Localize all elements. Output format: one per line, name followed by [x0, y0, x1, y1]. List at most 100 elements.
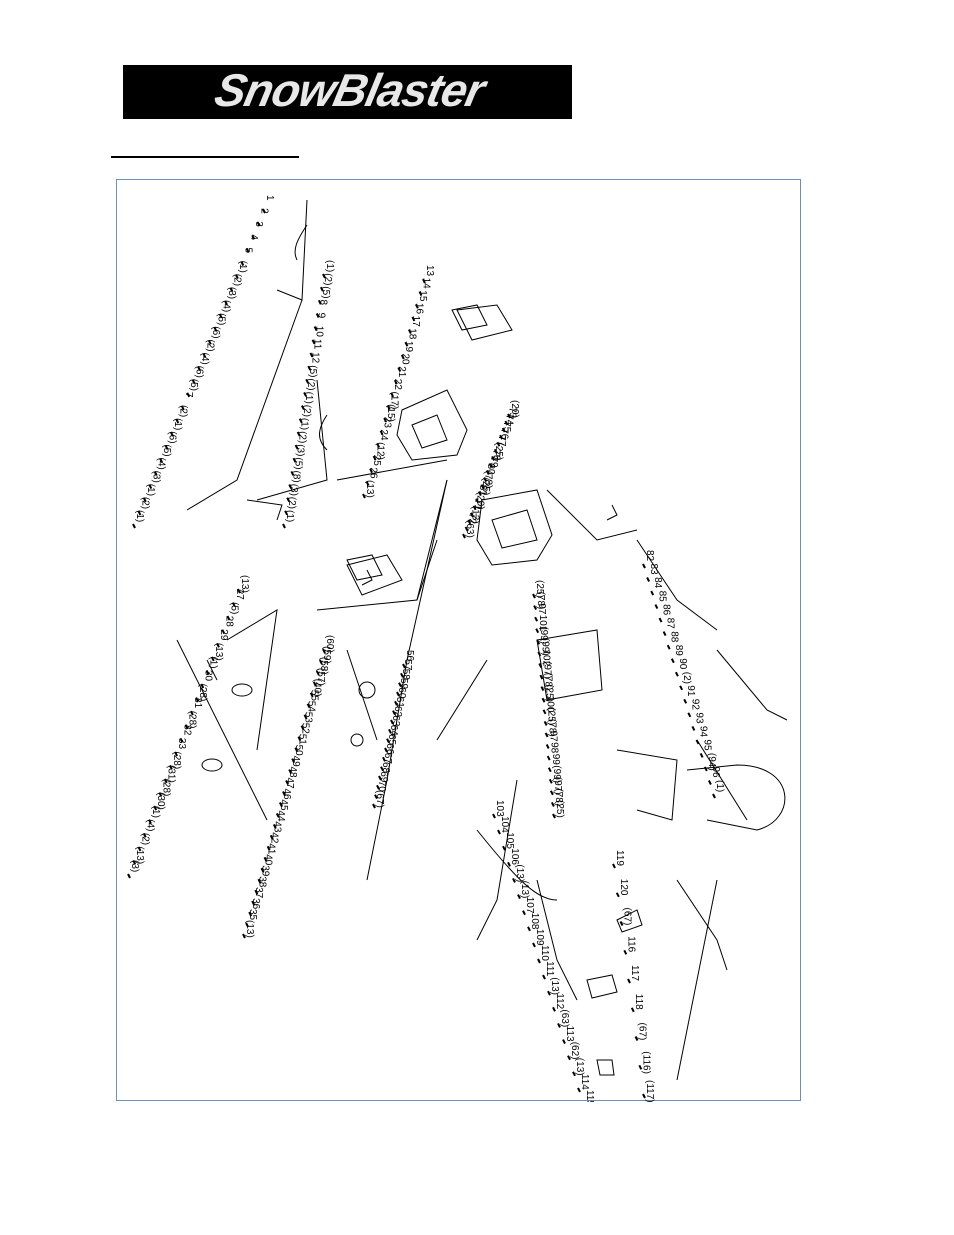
part-label: (1)	[145, 484, 156, 496]
part-label: 75	[501, 421, 512, 433]
part-label: 33	[176, 738, 187, 750]
leader-dot	[163, 778, 168, 784]
part-label: (5)	[292, 457, 303, 469]
leader-dot	[303, 391, 307, 397]
part-label: 85	[656, 591, 667, 603]
leader-dot	[658, 617, 663, 623]
part-label: 108	[529, 913, 540, 930]
leader-dot	[313, 326, 318, 332]
leader-dot	[369, 468, 373, 474]
part-label: (6)	[210, 326, 221, 338]
leader-dot	[180, 405, 185, 411]
leader-dot	[197, 366, 201, 371]
part-label: 91	[685, 685, 696, 697]
part-label: (94)	[706, 753, 717, 771]
leader-dot	[533, 605, 537, 611]
part-label: (20)	[475, 492, 486, 510]
part-label: 9	[316, 313, 327, 319]
part-label: 4	[248, 234, 259, 240]
leader-dot	[305, 378, 310, 384]
leader-dot	[404, 341, 409, 347]
part-label: 68	[380, 762, 391, 774]
part-label: 81	[477, 485, 488, 497]
leader-dot	[184, 724, 189, 730]
part-label: 42	[269, 832, 280, 844]
part-label: 107	[524, 897, 535, 914]
part-label: 83	[648, 564, 659, 576]
leader-dot	[557, 1022, 561, 1028]
leader-dot	[612, 863, 616, 869]
part-label: (13)	[549, 977, 560, 995]
part-label: 55	[309, 690, 320, 702]
leader-dot	[174, 751, 178, 757]
leader-dot	[538, 663, 543, 668]
part-label: 106	[509, 848, 520, 865]
leader-dot	[231, 602, 236, 608]
part-label: (13)	[574, 1058, 585, 1076]
leader-dot	[248, 911, 253, 917]
heading-underline	[111, 156, 299, 158]
part-label: (2)	[140, 833, 151, 845]
leader-dot	[683, 698, 688, 704]
leader-dot	[675, 671, 679, 677]
leader-dot	[390, 392, 395, 398]
part-label: (4)	[156, 458, 167, 470]
leader-dot	[422, 278, 426, 284]
part-label: (28)	[187, 711, 198, 729]
leader-dot	[548, 778, 553, 784]
part-label: (25)	[554, 800, 565, 818]
part-label: (25)	[493, 442, 504, 460]
leader-dot	[501, 427, 506, 433]
part-label: 114	[579, 1074, 590, 1090]
leader-dot	[507, 413, 511, 419]
leader-dot	[170, 431, 174, 437]
leader-dot	[307, 365, 312, 371]
leader-dot	[175, 418, 180, 424]
leader-dot	[534, 616, 538, 622]
part-label: 89	[673, 645, 684, 657]
part-label: 70	[376, 781, 387, 793]
leader-dot	[550, 790, 554, 796]
part-label: (60)	[324, 635, 335, 653]
leader-dot	[288, 769, 293, 775]
part-label: (4)	[221, 300, 232, 312]
part-label: (5)	[215, 313, 226, 325]
part-label: (1)	[208, 656, 219, 668]
part-label: 19	[403, 341, 414, 353]
leader-dot	[148, 819, 152, 825]
part-label: 109	[534, 929, 545, 946]
leader-dot	[372, 455, 377, 461]
part-label: 86	[661, 604, 672, 616]
part-label: 87	[665, 618, 676, 630]
leader-dot	[541, 697, 546, 703]
part-label: 69	[378, 771, 389, 783]
leader-dot	[237, 588, 241, 594]
part-label: (5)	[188, 379, 199, 391]
leader-dot	[245, 922, 249, 928]
part-label: 101	[537, 615, 548, 632]
part-label: 40	[263, 854, 274, 866]
leader-dot	[619, 921, 624, 926]
part-label: (1)	[714, 780, 725, 792]
leader-dot	[298, 418, 303, 424]
part-label: (13)	[364, 480, 375, 498]
leader-dot	[294, 747, 299, 753]
part-label: (5)	[161, 444, 172, 456]
part-label: (1)	[237, 261, 248, 273]
part-label: 10	[314, 326, 325, 338]
part-label: (6)	[194, 366, 205, 378]
leader-dot	[386, 405, 391, 410]
part-label: (67)	[374, 790, 385, 808]
leader-dot	[470, 512, 474, 518]
part-label: (78)	[547, 719, 558, 737]
leader-dot	[127, 873, 131, 879]
part-label: (1)	[299, 418, 310, 430]
part-label: 23	[382, 417, 393, 429]
leader-dot	[218, 313, 223, 319]
leader-dot	[646, 577, 650, 582]
leader-dot	[687, 712, 692, 718]
leader-dot	[372, 803, 376, 809]
leader-dot	[380, 766, 384, 772]
part-label: 88	[669, 631, 680, 643]
part-label: 118	[633, 994, 644, 1010]
